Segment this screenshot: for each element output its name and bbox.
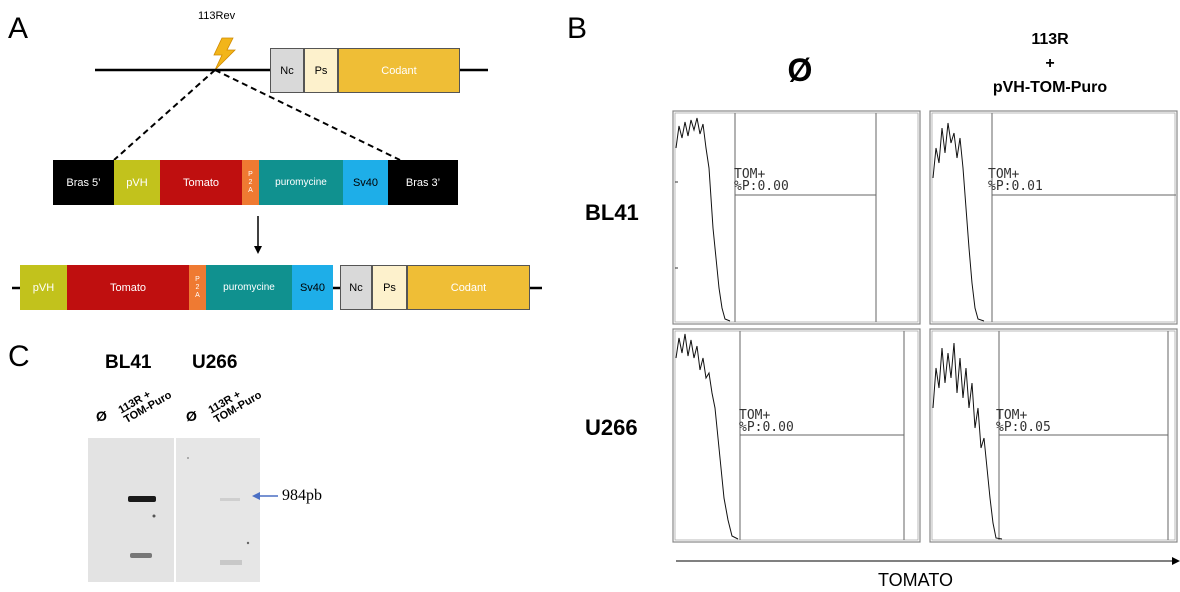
top-codant-box: Codant	[338, 48, 460, 93]
gel-band-984	[128, 496, 156, 502]
result-p2a: P 2 A	[189, 265, 206, 310]
gel-lane-2-label: 113R + TOM-Puro	[116, 388, 174, 426]
top-ps-box: Ps	[304, 48, 338, 93]
gate-label-bl41-empty: TOM+%P:0.00	[734, 167, 789, 194]
gel-lane-4-label: 113R + TOM-Puro	[206, 388, 264, 426]
gel-lane-1-label: Ø	[96, 408, 107, 424]
dashed-right	[214, 69, 401, 161]
result-puromycine: puromycine	[206, 265, 292, 310]
panel-b-letter: B	[567, 12, 588, 45]
donor-bras3: Bras 3’	[388, 160, 458, 205]
panel-a-lines	[12, 37, 542, 290]
result-sv40: Sv40	[292, 265, 333, 310]
top-nc-box: Nc	[270, 48, 304, 93]
result-codant: Codant	[407, 265, 530, 310]
donor-tomato: Tomato	[160, 160, 242, 205]
dashed-left	[113, 69, 216, 161]
flow-plot-u266-113r	[929, 328, 1178, 543]
row-label-u266: U266	[585, 415, 638, 440]
flow-plot-bl41-empty	[672, 110, 921, 325]
result-pvh: pVH	[20, 265, 67, 310]
panel-a-letter: A	[8, 12, 29, 45]
gate-label-u266-113r: TOM+%P:0.05	[996, 408, 1051, 435]
band-size-label: 984pb	[282, 487, 322, 504]
x-axis-arrow	[676, 557, 1180, 565]
gate-label-u266-empty: TOM+%P:0.00	[739, 408, 794, 435]
panel-c-letter: C	[8, 340, 30, 373]
donor-pvh: pVH	[114, 160, 160, 205]
col-label-113r: 113R + pVH-TOM-Puro	[992, 31, 1108, 96]
donor-puromycine: puromycine	[259, 160, 343, 205]
flow-plot-bl41-113r	[929, 110, 1178, 325]
x-axis-label: TOMATO	[878, 570, 954, 590]
gate-label-bl41-113r: TOM+%P:0.01	[988, 167, 1043, 194]
result-nc: Nc	[340, 265, 372, 310]
lightning-icon	[213, 37, 236, 71]
donor-p2a: P 2 A	[242, 160, 259, 205]
donor-bras5: Bras 5’	[53, 160, 114, 205]
col-label-empty: Ø	[787, 52, 813, 88]
gel-cellline-bl41: BL41	[105, 352, 152, 373]
result-ps: Ps	[372, 265, 407, 310]
band-arrow	[252, 492, 278, 500]
gel-cellline-u266: U266	[192, 352, 238, 373]
gel-image	[88, 438, 260, 582]
row-label-bl41: BL41	[585, 200, 639, 225]
flow-plot-u266-empty	[672, 328, 921, 543]
donor-sv40: Sv40	[343, 160, 388, 205]
flow-plots	[672, 110, 1178, 543]
gel-band-faint-low	[130, 553, 152, 558]
gel-lane-3-label: Ø	[186, 408, 197, 424]
result-tomato: Tomato	[67, 265, 189, 310]
site-label: 113Rev	[198, 10, 236, 22]
